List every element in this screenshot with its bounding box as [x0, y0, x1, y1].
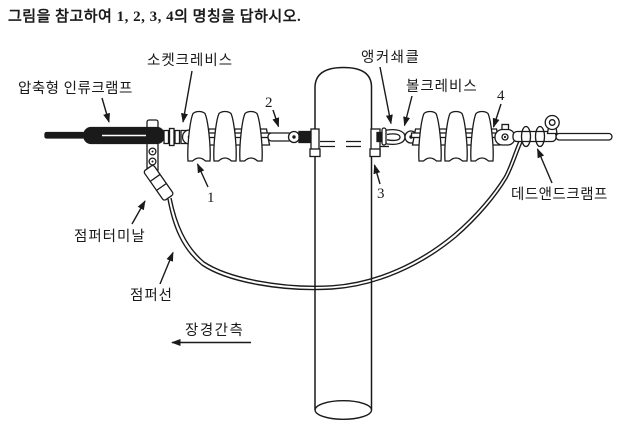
- insulator-bell: [187, 110, 211, 162]
- u-bolt-loop: [534, 125, 546, 148]
- jumper-terminal-ridge: [149, 173, 161, 182]
- jumper-wire-inner-line: [170, 140, 520, 287]
- arrow-number-2: [272, 109, 280, 128]
- right-conductor-wire: [555, 132, 613, 141]
- jumper-wire-curve: [167, 140, 523, 291]
- label-jumper-terminal: 점퍼터미날: [74, 228, 146, 245]
- link-ball-center: [292, 135, 296, 139]
- compression-clamp: [83, 119, 165, 173]
- u-bolt-loop: [520, 125, 532, 148]
- page-title: 그림을 참고하여 1, 2, 3, 4의 명칭을 답하시오.: [8, 9, 302, 25]
- diagram-labels: 소켓크레비스 압축형 인류크램프 앵커쇄클 볼크레비스 데드앤드크램프 점퍼터미…: [18, 49, 608, 339]
- eye-ring-hole: [548, 119, 556, 126]
- clevis-bolt-center: [503, 135, 507, 139]
- left-insulator-string: [187, 110, 272, 162]
- shackle-inner: [386, 133, 401, 142]
- jumper-terminal-body: [143, 164, 174, 201]
- insulator-bell: [418, 110, 442, 162]
- arrow-jumper-terminal: [131, 200, 146, 225]
- number-1: 1: [207, 190, 215, 206]
- shackle-outer: [383, 128, 406, 146]
- end-clevis: [494, 123, 516, 146]
- right-insulator-string: [410, 110, 502, 162]
- label-compression-clamp: 압축형 인류크램프: [18, 80, 133, 97]
- jumper-wire-outer-line: [167, 141, 523, 291]
- insulator-bell: [470, 110, 494, 162]
- insulator-bell: [239, 110, 263, 162]
- arrow-number-4: [492, 103, 502, 128]
- label-socket-clevis: 소켓크레비스: [147, 52, 233, 69]
- jumper-terminal: [143, 164, 174, 201]
- ball-eye-link: [267, 130, 313, 144]
- pole-body: [314, 66, 373, 410]
- arrow-dead-end-clamp: [536, 148, 553, 184]
- label-dead-end-clamp: 데드앤드크램프: [511, 186, 608, 203]
- leader-arrows: [101, 66, 553, 346]
- arrow-anchor-shackle: [379, 66, 393, 125]
- eye-fitting: [298, 130, 313, 144]
- pole-bracket-left: [309, 128, 321, 158]
- shackle-bolt: [381, 127, 387, 146]
- jumper-terminal-ridge: [156, 182, 167, 191]
- dead-end-clamp: [512, 114, 560, 148]
- label-anchor-shackle: 앵커쇄클: [361, 49, 420, 66]
- coupler-ridge: [168, 127, 175, 147]
- arrow-jumper-wire: [159, 251, 174, 285]
- arrow-number-3: [373, 164, 381, 185]
- strap-bolt-center: [151, 150, 154, 153]
- arrow-number-1: [196, 163, 209, 188]
- coupler-ridge: [174, 129, 181, 145]
- number-3: 3: [377, 186, 385, 202]
- bracket-nut: [309, 148, 321, 158]
- label-jumper-wire: 점퍼선: [130, 287, 173, 304]
- bracket-nut: [369, 148, 381, 158]
- anchor-shackle: [376, 127, 406, 146]
- arrow-ball-clevis: [403, 95, 413, 127]
- number-4: 4: [497, 88, 505, 104]
- utility-pole: [314, 66, 373, 421]
- left-conductor-wire: [44, 131, 88, 139]
- label-long-span-side: 장경간측: [185, 322, 244, 339]
- insulator-bell: [444, 110, 468, 162]
- number-2: 2: [265, 95, 273, 111]
- insulator-bell: [213, 110, 237, 162]
- label-ball-clevis: 볼크레비스: [406, 78, 478, 95]
- clamp-bar: [512, 130, 557, 143]
- arrow-socket-clevis: [181, 70, 193, 123]
- strap-bolt-center: [151, 160, 154, 163]
- coupler-ridge: [163, 129, 170, 145]
- arrow-compression-clamp: [101, 97, 110, 123]
- pole-base-ellipse: [314, 400, 373, 421]
